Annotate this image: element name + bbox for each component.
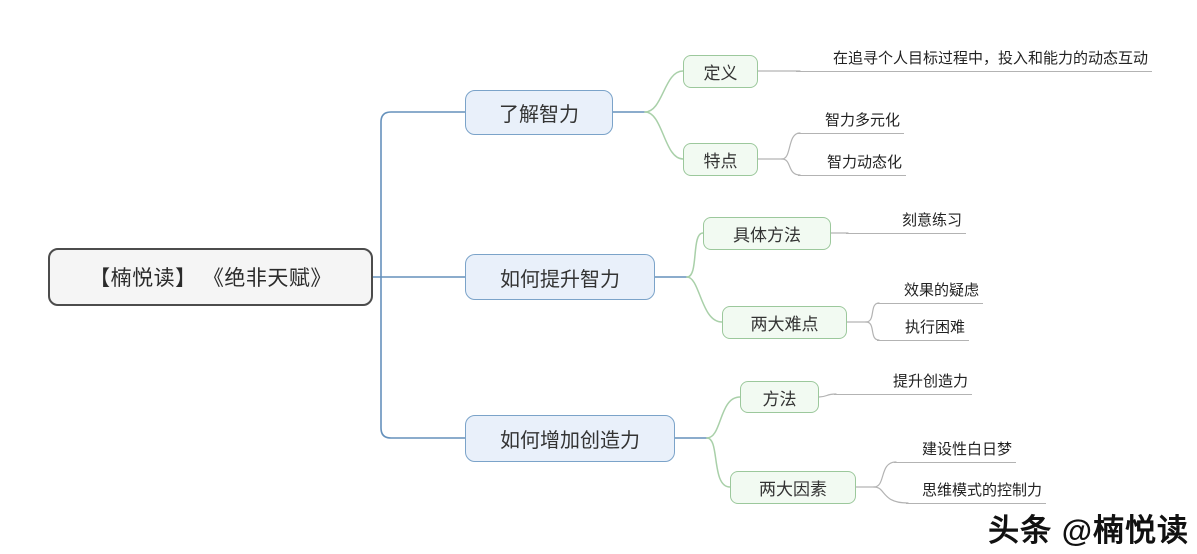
child-node-two-factors: 两大因素	[730, 471, 856, 504]
leaf-definition-text: 在追寻个人目标过程中，投入和能力的动态互动	[796, 50, 1152, 72]
connector-root-branch1	[380, 111, 466, 278]
connector-branch1-child2	[644, 111, 684, 160]
connector-branch2-child2	[686, 276, 723, 323]
leaf-boost-creativity: 提升创造力	[834, 373, 972, 395]
child-node-features: 特点	[683, 143, 758, 176]
branch-node-understand-intelligence: 了解智力	[465, 90, 613, 135]
leaf-constructive-daydream: 建设性白日梦	[894, 441, 1016, 463]
child-node-definition: 定义	[683, 55, 758, 88]
child-node-method: 方法	[740, 381, 819, 413]
toutiao-watermark: 头条 @楠悦读	[988, 513, 1189, 548]
leaf-execution-difficulty: 执行困难	[877, 319, 969, 341]
child-node-specific-methods: 具体方法	[703, 217, 831, 250]
connector-branch3-child2	[706, 437, 731, 488]
leaf-mindset-control: 思维模式的控制力	[906, 482, 1046, 504]
connector-root-branch3	[380, 276, 466, 439]
leaf-doubt-of-effect: 效果的疑虑	[877, 282, 983, 304]
root-node: 【楠悦读】 《绝非天赋》	[48, 248, 373, 306]
child-node-two-difficulties: 两大难点	[722, 306, 847, 339]
branch-node-improve-intelligence: 如何提升智力	[465, 254, 655, 300]
connector-branch2-child1	[686, 232, 704, 278]
connector-branch1-child1	[644, 70, 684, 113]
leaf-intelligence-dynamic: 智力动态化	[798, 154, 906, 176]
leaf-intelligence-diverse: 智力多元化	[798, 112, 904, 134]
connector-factors-leaf1	[873, 461, 897, 488]
leaf-deliberate-practice: 刻意练习	[846, 212, 966, 234]
connector-branch3-child1	[706, 396, 741, 439]
connector-factors-leaf2	[873, 486, 909, 504]
branch-node-increase-creativity: 如何增加创造力	[465, 415, 675, 462]
